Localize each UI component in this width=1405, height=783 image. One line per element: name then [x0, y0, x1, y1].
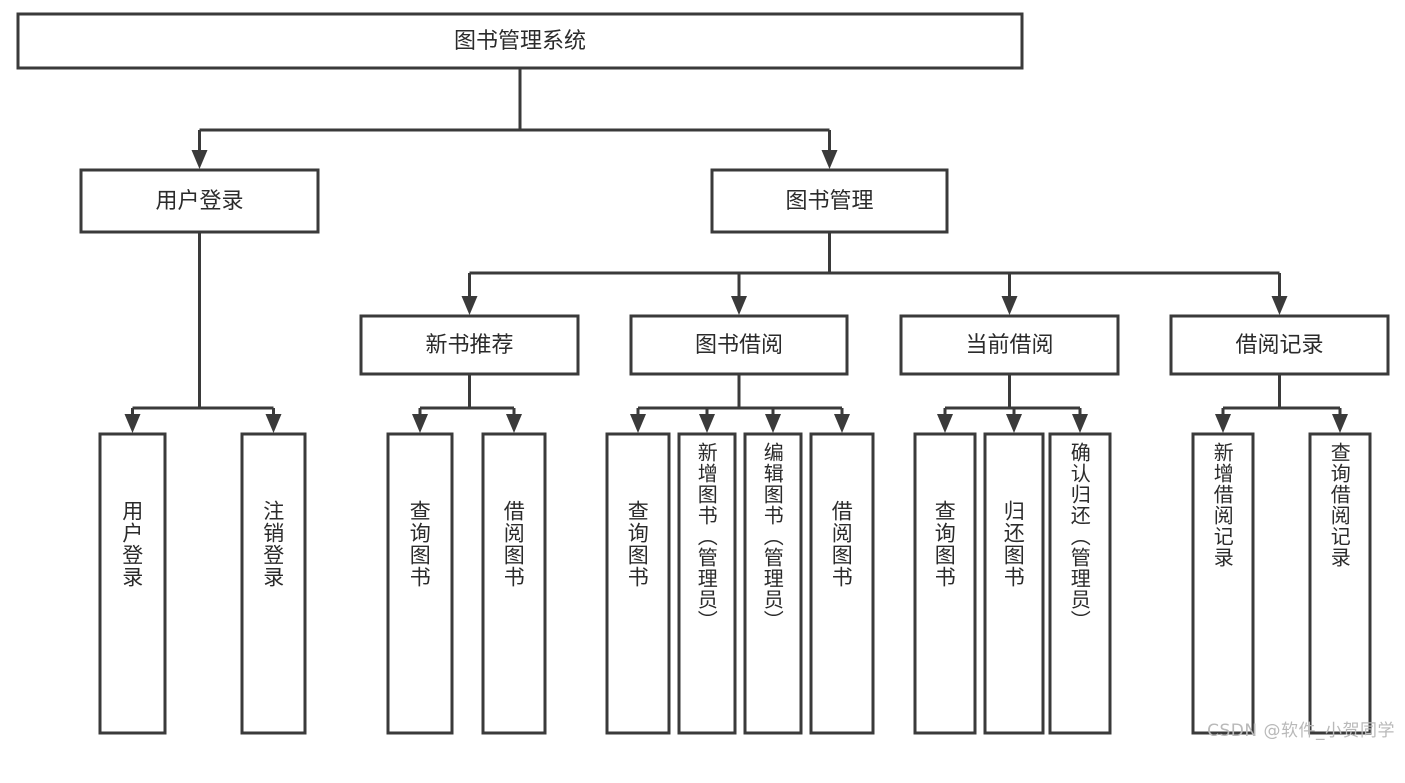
node-leaf-box-5[interactable] [677, 432, 737, 735]
arrow-head-icon [506, 414, 522, 433]
node-leaf-box-1[interactable] [240, 432, 307, 735]
arrow-head-icon [1006, 414, 1022, 433]
node-leaf-box-8[interactable] [913, 432, 977, 735]
node-level2-label-3: 借阅记录 [1235, 333, 1323, 358]
node-level1-label-1: 图书管理 [785, 189, 873, 214]
arrow-head-icon [731, 296, 747, 315]
node-level1-box-0[interactable] [79, 168, 320, 234]
arrow-head-icon [630, 414, 646, 433]
arrow-head-icon [699, 414, 715, 433]
node-leaf-box-7[interactable] [809, 432, 875, 735]
node-leaf-box-4[interactable] [605, 432, 671, 735]
node-root-label: 图书管理系统 [454, 29, 586, 54]
node-level1-box-1[interactable] [710, 168, 949, 234]
arrow-head-icon [937, 414, 953, 433]
connector-lines [124, 68, 1348, 433]
node-leaf-box-2[interactable] [386, 432, 454, 735]
node-root-box[interactable] [16, 12, 1024, 70]
hierarchy-diagram: 图书管理系统用户登录图书管理新书推荐图书借阅当前借阅借阅记录 用户登录注销登录查… [16, 12, 1395, 741]
node-level2-box-0[interactable] [359, 314, 580, 376]
node-level2-label-0: 新书推荐 [425, 333, 513, 358]
node-leaf-box-0[interactable] [98, 432, 167, 735]
node-level2-box-2[interactable] [899, 314, 1120, 376]
node-leaf-box-6[interactable] [743, 432, 803, 735]
node-leaf-box-12[interactable] [1308, 432, 1372, 735]
node-leaf-box-3[interactable] [481, 432, 547, 735]
arrow-head-icon [765, 414, 781, 433]
node-level2-label-1: 图书借阅 [695, 333, 783, 358]
node-leaf-box-11[interactable] [1191, 432, 1255, 735]
arrow-head-icon [124, 414, 141, 433]
node-level2-box-3[interactable] [1169, 314, 1390, 376]
arrow-head-icon [821, 150, 838, 169]
arrow-head-icon [265, 414, 282, 433]
watermark-text: CSDN @软件_小贺同学 [1207, 721, 1395, 741]
arrow-head-icon [834, 414, 850, 433]
arrow-head-icon [1001, 296, 1018, 315]
node-level2-box-1[interactable] [629, 314, 849, 376]
arrow-head-icon [412, 414, 428, 433]
node-level2-label-2: 当前借阅 [965, 333, 1053, 358]
arrow-head-icon [1271, 296, 1288, 315]
arrow-head-icon [1332, 414, 1348, 433]
arrow-head-icon [461, 296, 478, 315]
arrow-head-icon [1215, 414, 1231, 433]
node-level1-label-0: 用户登录 [155, 189, 243, 214]
arrow-head-icon [191, 150, 208, 169]
node-leaf-box-9[interactable] [983, 432, 1045, 735]
arrow-head-icon [1072, 414, 1088, 433]
node-leaf-box-10[interactable] [1048, 432, 1112, 735]
